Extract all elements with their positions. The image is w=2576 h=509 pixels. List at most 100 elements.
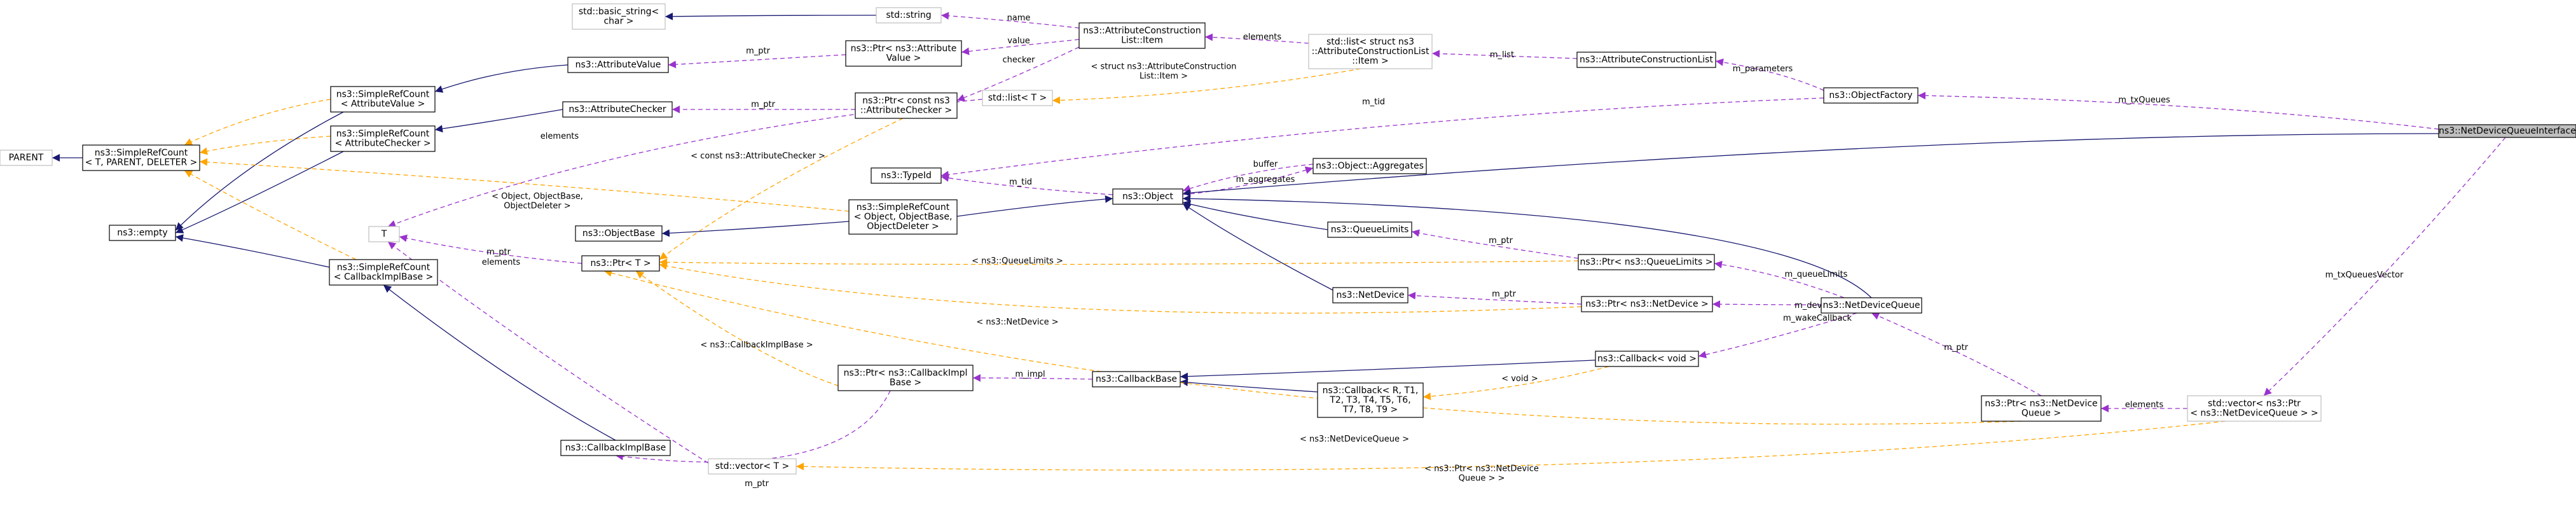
class-node-type-id[interactable]: ns3::TypeId <box>871 167 942 184</box>
class-name: ns3::Ptr< ns3::NetDevice > <box>1585 299 1709 309</box>
class-node-attribute-checker[interactable]: ns3::AttributeChecker <box>562 101 673 118</box>
edge-m-aggregates <box>1182 166 1314 195</box>
class-node-attribute-value[interactable]: ns3::AttributeValue <box>567 57 669 73</box>
edge-tpl-cib-src <box>184 170 357 260</box>
class-box <box>848 199 958 235</box>
class-box <box>368 226 400 242</box>
class-node-src-attribute-checker[interactable]: ns3::SimpleRefCount< AttributeChecker > <box>330 125 436 152</box>
edge-m-ptr-nd <box>1407 291 1582 305</box>
class-node-net-device[interactable]: ns3::NetDevice <box>1332 287 1409 303</box>
class-name: ns3::Object <box>1122 192 1174 202</box>
class-box <box>855 92 958 119</box>
edge-src-ac-empty <box>175 151 344 234</box>
class-node-src-object[interactable]: ns3::SimpleRefCount< Object, ObjectBase,… <box>848 199 958 235</box>
class-name: ns3::CallbackBase <box>1096 374 1177 384</box>
class-node-std-list-item[interactable]: std::list< struct ns3::AttributeConstruc… <box>1308 34 1433 69</box>
edge-label-elements-item: elements <box>1243 32 1282 42</box>
edge-m-list <box>1431 50 1578 59</box>
class-box <box>1312 158 1427 174</box>
class-node-std-vector-t[interactable]: std::vector< T > <box>708 458 797 475</box>
class-name: ns3::SimpleRefCount< CallbackImplBase > <box>334 263 433 282</box>
edge-cv-base <box>1180 359 1596 380</box>
edge-label-m-ptr-ql: m_ptr <box>1489 236 1513 246</box>
class-node-object[interactable]: ns3::Object <box>1112 188 1183 205</box>
class-box <box>560 440 671 456</box>
edge-tpl-void <box>1422 366 1609 400</box>
class-name: ns3::NetDevice <box>1337 290 1405 300</box>
edge-src-av-tpl <box>184 99 331 146</box>
edge-label-elements-ndq: elements <box>2125 400 2164 410</box>
class-node-ptr-t[interactable]: ns3::Ptr< T > <box>581 255 660 272</box>
class-node-src-callback-impl-base[interactable]: ns3::SimpleRefCount< CallbackImplBase > <box>329 259 438 286</box>
edge-label-elements-list-t: elements <box>541 132 579 141</box>
class-box <box>567 57 669 73</box>
class-node-net-device-queue-interface[interactable]: ns3::NetDeviceQueueInterface <box>2438 124 2576 138</box>
class-node-ptr-net-device[interactable]: ns3::Ptr< ns3::NetDevice > <box>1581 296 1713 312</box>
class-node-parent[interactable]: PARENT <box>0 150 53 166</box>
edge-label-tpl-const-checker: < const ns3::AttributeChecker > <box>691 151 825 161</box>
class-node-object-base[interactable]: ns3::ObjectBase <box>575 225 663 242</box>
class-node-callback-template[interactable]: ns3::Callback< R, T1,T2, T3, T4, T5, T6,… <box>1317 382 1424 418</box>
edge-av-src <box>434 64 568 93</box>
class-node-ptr-queue-limits[interactable]: ns3::Ptr< ns3::QueueLimits > <box>1578 254 1715 270</box>
class-name: ns3::ObjectBase <box>582 228 655 239</box>
edge-nd-object <box>1182 203 1333 291</box>
edge-m-parameters <box>1715 58 1824 91</box>
edge-ac-src <box>434 109 563 133</box>
class-node-std-string[interactable]: std::string <box>876 7 942 24</box>
class-name: ns3::Callback< R, T1,T2, T3, T4, T5, T6,… <box>1323 386 1419 415</box>
class-node-object-factory[interactable]: ns3::ObjectFactory <box>1823 87 1918 104</box>
edge-m-ptr-ndq <box>1871 312 2042 396</box>
edge-label-m-ptr-ndq: m_ptr <box>1944 343 1969 352</box>
class-node-src-attribute-value[interactable]: ns3::SimpleRefCount< AttributeValue > <box>330 86 436 113</box>
edge-m-tid-object <box>940 174 1113 195</box>
class-node-object-aggregates[interactable]: ns3::Object::Aggregates <box>1312 158 1427 174</box>
class-node-t[interactable]: T <box>368 226 400 242</box>
edge-label-tpl-net-device: < ns3::NetDevice > <box>976 317 1058 327</box>
class-name: ns3::CallbackImplBase <box>565 443 666 453</box>
class-box <box>1317 382 1424 418</box>
class-node-callback-impl-base[interactable]: ns3::CallbackImplBase <box>560 440 671 456</box>
class-name: ns3::NetDeviceQueueInterface <box>2439 126 2576 136</box>
class-node-callback-base[interactable]: ns3::CallbackBase <box>1092 371 1181 387</box>
edge-tpl-ndq <box>603 269 2023 425</box>
class-node-ptr-const-attribute-checker[interactable]: ns3::Ptr< const ns3::AttributeChecker > <box>855 92 958 119</box>
class-node-std-list-t[interactable]: std::list< T > <box>982 90 1053 106</box>
edge-m-device <box>1712 300 1822 309</box>
class-box <box>581 255 660 272</box>
edge-m-txQueuesVector <box>2263 137 2506 396</box>
edge-m-tid-factory <box>940 97 1824 179</box>
edge-m-ptr-av <box>668 54 846 69</box>
class-node-attribute-construction-list[interactable]: ns3::AttributeConstructionList <box>1576 52 1716 68</box>
class-name: std::vector< ns3::Ptr< ns3::NetDeviceQue… <box>2190 399 2318 419</box>
edge-tpl-object <box>199 158 850 212</box>
edge-name <box>940 11 1080 29</box>
edge-src-object-base <box>661 221 850 237</box>
class-node-callback-void[interactable]: ns3::Callback< void > <box>1595 351 1699 367</box>
edge-elements-item <box>1204 33 1309 44</box>
edge-src-object-obj <box>956 195 1113 217</box>
edge-m-ptr-cib <box>615 390 891 463</box>
class-box <box>572 3 666 30</box>
class-node-src-template[interactable]: ns3::SimpleRefCount< T, PARENT, DELETER … <box>82 144 200 171</box>
class-node-std-vector-ptr-ndq[interactable]: std::vector< ns3::Ptr< ns3::NetDeviceQue… <box>2187 395 2322 422</box>
edge-label-m-impl: m_impl <box>1015 370 1045 379</box>
class-node-queue-limits[interactable]: ns3::QueueLimits <box>1327 221 1412 238</box>
edge-label-m-parameters: m_parameters <box>1733 64 1793 74</box>
class-box <box>1078 22 1206 49</box>
class-node-basic-string[interactable]: std::basic_string<char > <box>572 3 666 30</box>
edge-labels-layer: m_txQueuesm_parametersm_listelementsname… <box>482 13 2404 489</box>
class-node-empty[interactable]: ns3::empty <box>109 225 176 241</box>
class-box <box>1595 351 1699 367</box>
class-node-net-device-queue[interactable]: ns3::NetDeviceQueue <box>1821 297 1922 314</box>
class-box <box>1092 371 1181 387</box>
class-name: std::string <box>886 10 931 20</box>
